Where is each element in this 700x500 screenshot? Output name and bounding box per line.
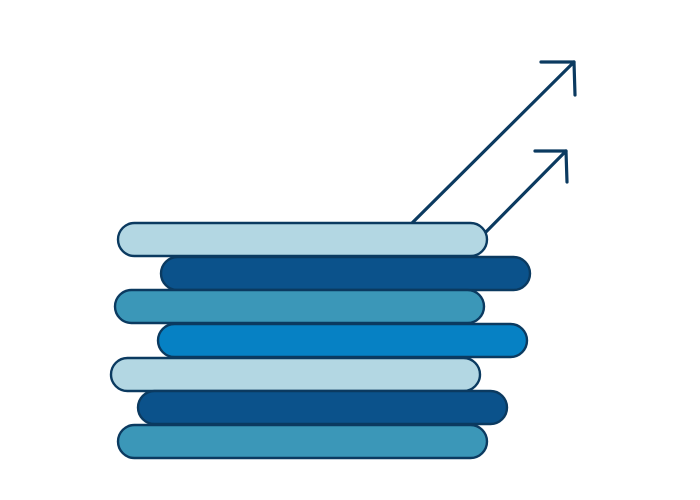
trend-up-arrow-icon	[403, 60, 577, 232]
stack-bar-3	[113, 288, 486, 325]
stack-bar-1	[116, 221, 489, 258]
stack-bar-7	[116, 423, 489, 460]
trend-up-arrow-icon	[476, 149, 569, 242]
growth-arrows	[403, 60, 577, 242]
stacked-bars	[109, 221, 532, 460]
stack-bar-2	[159, 255, 532, 292]
stack-bar-5	[109, 356, 482, 393]
stack-bar-4	[156, 322, 529, 359]
stack-bar-6	[136, 389, 509, 426]
